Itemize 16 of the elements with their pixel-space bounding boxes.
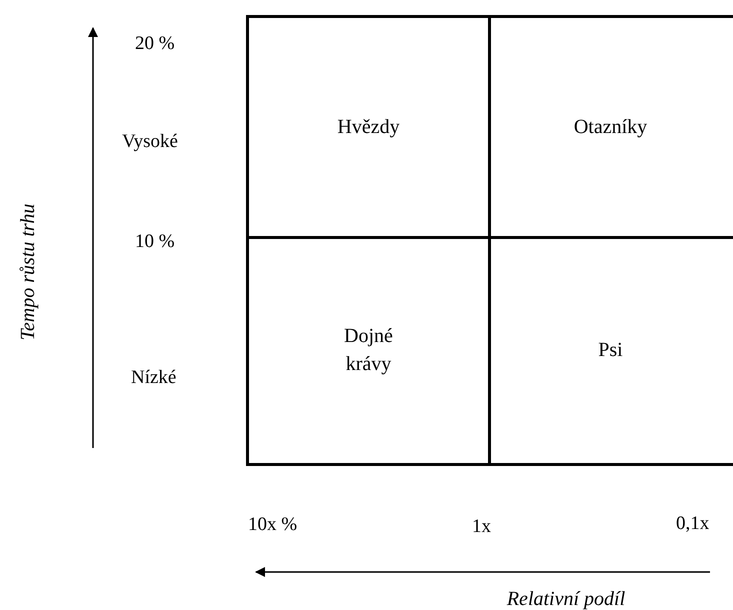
axis-title: Relativní podíl <box>506 587 626 610</box>
quadrant-box <box>488 15 733 239</box>
axis-tick-label: 1x <box>472 516 491 539</box>
quadrant-label: Psi <box>597 338 624 362</box>
quadrant-label: Otazníky <box>572 115 648 140</box>
axis-tick-label: 0,1x <box>676 513 710 536</box>
quadrant-box <box>246 236 491 466</box>
quadrant-label: Dojné krávy <box>343 324 394 376</box>
quadrant-box <box>246 15 491 239</box>
axis-title: Tempo růstu trhu <box>16 204 40 340</box>
axis-tick-label: Nízké <box>131 367 176 390</box>
axis-tick-label: 10 % <box>135 231 175 254</box>
axis-tick-label: 10x % <box>248 514 298 537</box>
axis-tick-label: 20 % <box>135 33 175 56</box>
quadrant-label: Hvězdy <box>336 115 401 140</box>
axis-tick-label: Vysoké <box>122 131 178 154</box>
